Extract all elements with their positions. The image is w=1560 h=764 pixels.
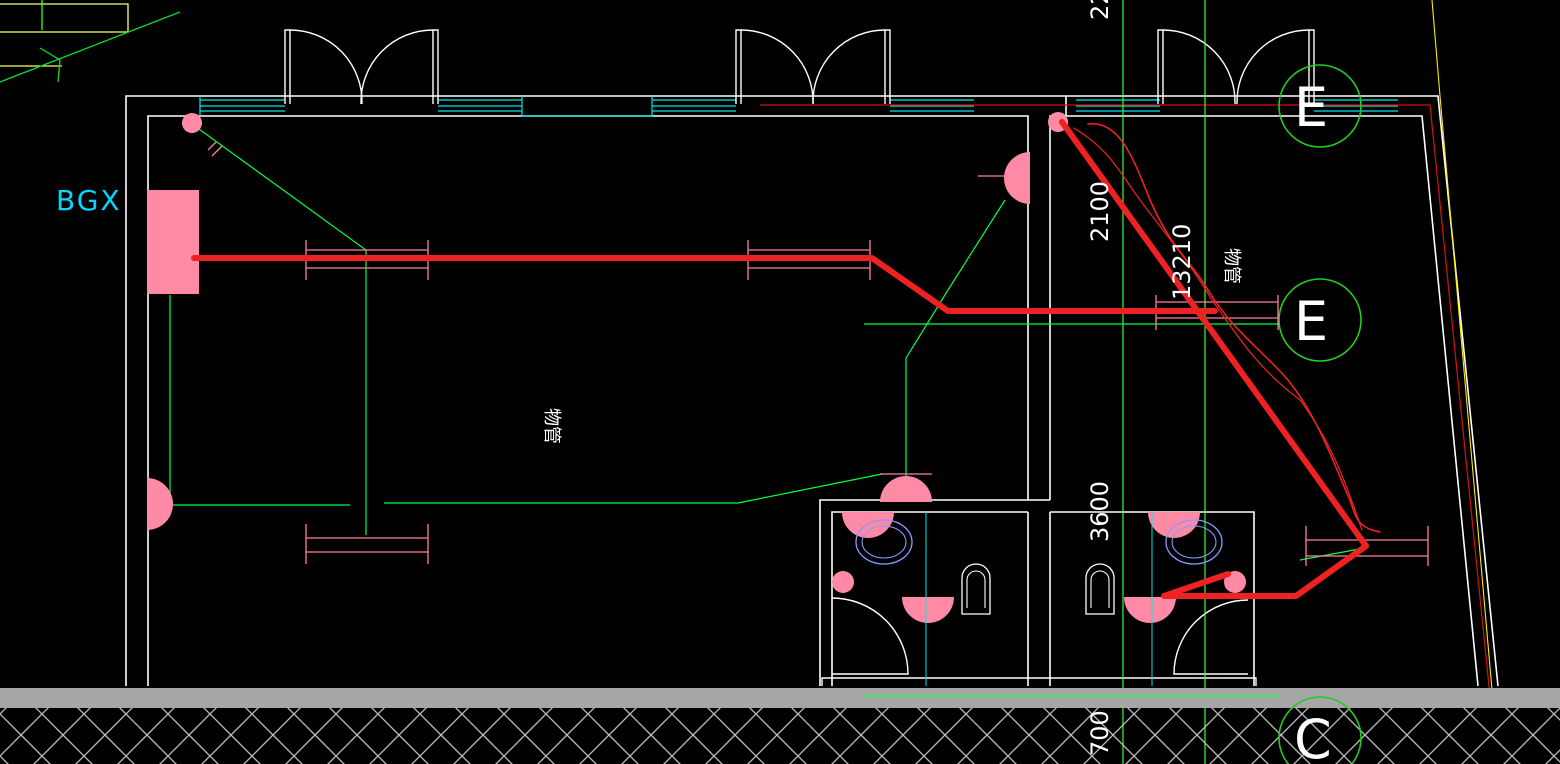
dim-label-overlap: 13210	[1168, 224, 1196, 300]
red-axis-lines	[760, 104, 1491, 697]
dim-label-3600: 3600	[1086, 481, 1114, 542]
panel-box	[147, 190, 199, 294]
grid-label-e1: E	[1294, 76, 1328, 139]
dim-label-700: 700	[1086, 710, 1114, 756]
bathroom-fixtures	[855, 512, 1223, 686]
ground-strip	[0, 688, 1560, 708]
grid-circles	[1278, 64, 1362, 764]
fixtures	[147, 112, 1246, 623]
dim-label-2100: 2100	[1086, 181, 1114, 242]
panel-label: BGX	[56, 184, 122, 217]
green-axis-lines	[1122, 0, 1206, 764]
room-label-main: 物管	[541, 408, 562, 444]
doors	[284, 29, 1315, 686]
boundary-line	[1431, 0, 1493, 691]
windows	[199, 96, 1398, 117]
stair-lines	[0, 0, 181, 83]
cable-route	[191, 119, 1381, 599]
grid-label-e2: E	[1294, 290, 1328, 353]
grid-label-c: C	[1294, 708, 1332, 764]
wiring	[169, 123, 1366, 697]
ground-hatch	[0, 708, 1560, 764]
dim-label-top: 22	[1086, 0, 1114, 20]
room-label-right: 物管	[1221, 248, 1242, 284]
